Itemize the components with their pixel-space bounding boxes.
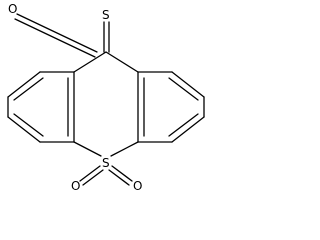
- atom-label-ring-sulfur: S: [102, 156, 110, 170]
- chemical-structure: O S S O O: [7, 2, 205, 191]
- bond-c4a-s10: [73, 141, 102, 157]
- bond-right-ring-4: [171, 116, 205, 143]
- bond-s10-o-right-a: [111, 165, 133, 182]
- bond-right-ring-4-inner: [168, 113, 199, 137]
- bond-left-ring-4: [7, 116, 41, 143]
- bond-s10-o-left-a: [79, 165, 101, 182]
- atom-label-right-oxygen: O: [133, 179, 142, 191]
- bond-left-ring-2: [7, 71, 41, 98]
- bond-s10-o-left-b: [82, 169, 104, 186]
- bond-right-ring-2: [171, 71, 205, 98]
- bond-left-ring-2-inner: [13, 77, 44, 101]
- bond-o-s-double-b: [14, 18, 96, 58]
- bond-right-ring-2-inner: [168, 77, 199, 101]
- bond-c9-c8a: [105, 51, 139, 73]
- bond-o-s-double-a: [16, 13, 98, 53]
- bond-left-ring-4-inner: [13, 113, 44, 137]
- atom-label-top-oxygen: O: [8, 2, 17, 16]
- atom-label-top-sulfur: S: [102, 8, 110, 22]
- bond-s10-o-right-b: [108, 169, 130, 186]
- bond-c5a-s10: [110, 141, 139, 157]
- bond-c9-c9a: [73, 51, 107, 73]
- atom-label-left-oxygen: O: [71, 179, 80, 191]
